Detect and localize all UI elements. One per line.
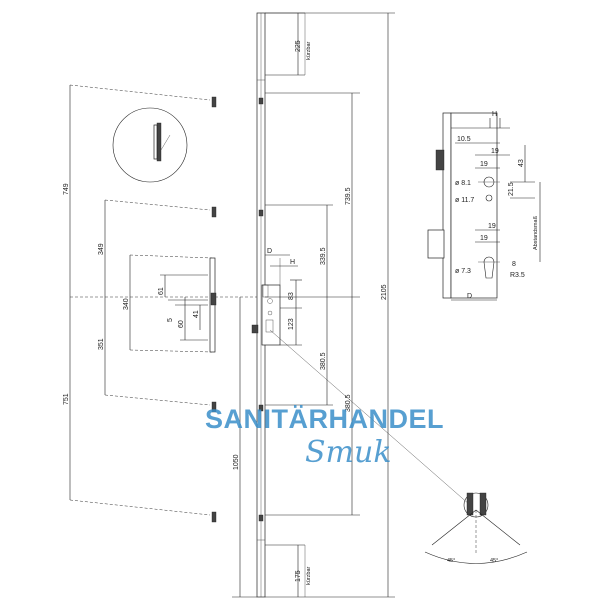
- dim-2105: 2105: [381, 284, 388, 300]
- dim-123: 123: [288, 318, 295, 330]
- dim-group-top: 225 kürzbar: [265, 12, 312, 76]
- dim-749: 749: [63, 183, 70, 195]
- dim-351: 351: [98, 338, 105, 350]
- watermark-line2: Smuk: [305, 435, 392, 470]
- lb-19a: 19: [491, 148, 499, 155]
- dim-751: 751: [63, 393, 70, 405]
- lb-D: D: [467, 293, 472, 300]
- dim-group-right: 739.5 2105 339.5 380.5 380.5 D H 83 123: [265, 12, 395, 598]
- watermark: SANITÄRHANDEL Smuk: [205, 404, 444, 470]
- lb-phi11-7: ø 11.7: [455, 197, 474, 204]
- dim-D-main: D: [267, 248, 272, 255]
- lb-19b: 19: [480, 161, 488, 168]
- dim-380-5a: 380.5: [320, 352, 327, 370]
- dim-41: 41: [193, 310, 200, 318]
- dim-340: 340: [123, 298, 130, 310]
- dim-group-1050: 1050: [232, 297, 257, 598]
- dim-225: 225: [295, 40, 302, 52]
- lb-43: 43: [518, 159, 525, 167]
- dim-61: 61: [158, 287, 165, 295]
- lb-phi7-3: ø 7.3: [455, 268, 471, 275]
- angle-45-left: 45°: [447, 558, 455, 564]
- frame-profile: 749 751 349 351 340 61 5 60 41: [63, 84, 257, 523]
- angle-45-right: 45°: [490, 558, 498, 564]
- dim-60: 60: [178, 320, 185, 328]
- dim-5: 5: [167, 318, 174, 322]
- angle-detail: 45° 45°: [269, 329, 528, 564]
- dim-83: 83: [288, 292, 295, 300]
- dim-739-5: 739.5: [345, 187, 352, 205]
- lb-phi8-1: ø 8.1: [455, 180, 471, 187]
- lb-H: H: [492, 111, 497, 118]
- watermark-line1: SANITÄRHANDEL: [205, 404, 444, 434]
- dim-380-5b: 380.5: [345, 394, 352, 412]
- dim-kurzbar-bottom: kürzbar: [306, 566, 312, 585]
- dim-H-main: H: [290, 259, 295, 266]
- lb-19c: 19: [488, 223, 496, 230]
- lb-abstand: Abstandsmaß: [533, 215, 539, 250]
- dim-349: 349: [98, 243, 105, 255]
- dim-group-bottom: 175 kürzbar: [265, 544, 312, 597]
- dim-1050: 1050: [233, 454, 240, 470]
- lb-8: 8: [512, 261, 516, 268]
- lb-10-5: 10.5: [457, 136, 471, 143]
- dim-175: 175: [295, 570, 302, 582]
- lock-case: [251, 284, 281, 346]
- dim-kurzbar-top: kürzbar: [306, 41, 312, 60]
- dim-339-5: 339.5: [320, 247, 327, 265]
- lock-body-detail: H 10.5 19 19 43 21.5 ø 8.1 ø 11.7 19 19 …: [427, 111, 541, 301]
- detail-circle: [112, 107, 188, 183]
- lb-19d: 19: [480, 235, 488, 242]
- lb-21-5: 21.5: [508, 182, 515, 196]
- lb-r3-5: R3.5: [510, 272, 525, 279]
